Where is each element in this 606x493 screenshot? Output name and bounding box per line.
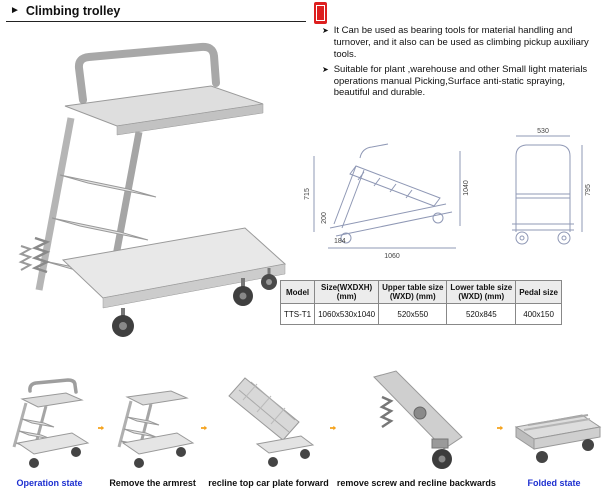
spec-pedal: 400x150 [515, 303, 562, 325]
section-bullet-icon: ► [10, 5, 20, 16]
feature-list: ➤ It Can be used as bearing tools for ma… [322, 25, 602, 102]
step4-illustration [372, 370, 463, 469]
spec-col-pedal: Pedal size [515, 280, 562, 304]
spring [18, 245, 33, 271]
trolley-handle [74, 42, 220, 104]
spec-header-row: Model Size(WXDXH)(mm) Upper table size(W… [279, 280, 562, 304]
step1-illustration [12, 378, 90, 468]
dim-label: 1040 [463, 180, 470, 196]
step-operation-state: Operation state [2, 367, 97, 488]
spec-col-lower: Lower table size(WXD) (mm) [446, 280, 517, 304]
step-label: Operation state [16, 478, 83, 488]
spec-upper: 520x550 [378, 303, 448, 325]
page-header: ► Climbing trolley [10, 4, 120, 18]
dim-label: 200 [321, 212, 328, 224]
spec-col-upper: Upper table size(WXD) (mm) [378, 280, 448, 304]
spec-model: TTS-T1 [279, 303, 316, 325]
caster-wheel [112, 308, 134, 337]
spec-table: Model Size(WXDXH)(mm) Upper table size(W… [279, 280, 562, 325]
dim-label: 715 [304, 188, 311, 200]
feature-bullet-icon: ➤ [322, 64, 329, 74]
dim-label: 184 [334, 238, 346, 245]
dim-label: 530 [537, 128, 549, 135]
spec-size: 1060x530x1040 [314, 303, 380, 325]
ladder-step [51, 217, 149, 241]
arrow-right-icon [496, 425, 504, 431]
dimension-drawing: 715 200 1040 184 1060 530 795 [304, 128, 592, 260]
caster-wheel [261, 268, 277, 290]
ladder-step [59, 174, 157, 198]
feature-item: ➤ Suitable for plant ,warehouse and othe… [322, 64, 602, 100]
spec-lower: 520x845 [446, 303, 517, 325]
dim-label: 795 [585, 184, 592, 196]
step-label: Remove the armrest [109, 478, 196, 488]
step3-illustration [228, 377, 315, 467]
step-remove-armrest: Remove the armrest [105, 367, 200, 488]
step5-illustration [514, 414, 602, 463]
arrow-right-icon [329, 425, 336, 431]
caster-wheel [233, 278, 253, 306]
folding-steps: Operation state Remove the armrest [0, 348, 606, 488]
page-title: Climbing trolley [25, 4, 121, 18]
trolley-illustration [18, 42, 287, 337]
arrow-right-icon [201, 425, 208, 431]
feature-bullet-icon: ➤ [322, 26, 329, 35]
side-view-outline [313, 143, 461, 249]
front-view-outline [512, 135, 583, 245]
product-photo [5, 28, 295, 346]
title-underline [6, 21, 306, 22]
step-recline-plate: recline top car plate forward [208, 370, 329, 488]
step-label: remove screw and recline backwards [336, 478, 496, 488]
feature-text: Suitable for plant ,warehouse and other … [333, 63, 588, 99]
feature-text: It Can be used as bearing tools for mate… [333, 25, 589, 60]
brand-mark-inner [316, 5, 325, 21]
spec-col-size: Size(WXDXH)(mm) [314, 280, 380, 304]
technical-drawing: 715 200 1040 184 1060 530 795 [298, 106, 604, 278]
step-remove-screw: remove screw and recline backwards [337, 367, 496, 488]
spec-data-row: TTS-T1 1060x530x1040 520x550 520x845 400… [279, 303, 562, 325]
spec-col-model: Model [279, 280, 316, 304]
step2-illustration [117, 390, 195, 468]
spec-table-wrap: Model Size(WXDXH)(mm) Upper table size(W… [279, 280, 562, 325]
arrow-right-icon [98, 425, 105, 431]
feature-item: ➤ It Can be used as bearing tools for ma… [322, 25, 602, 61]
step-label: Folded state [527, 478, 581, 488]
step-label: recline top car plate forward [208, 478, 329, 488]
step-folded-state: Folded state [504, 397, 604, 488]
dim-label: 1060 [384, 253, 400, 260]
spring [31, 236, 51, 274]
brand-mark-icon [314, 2, 327, 24]
